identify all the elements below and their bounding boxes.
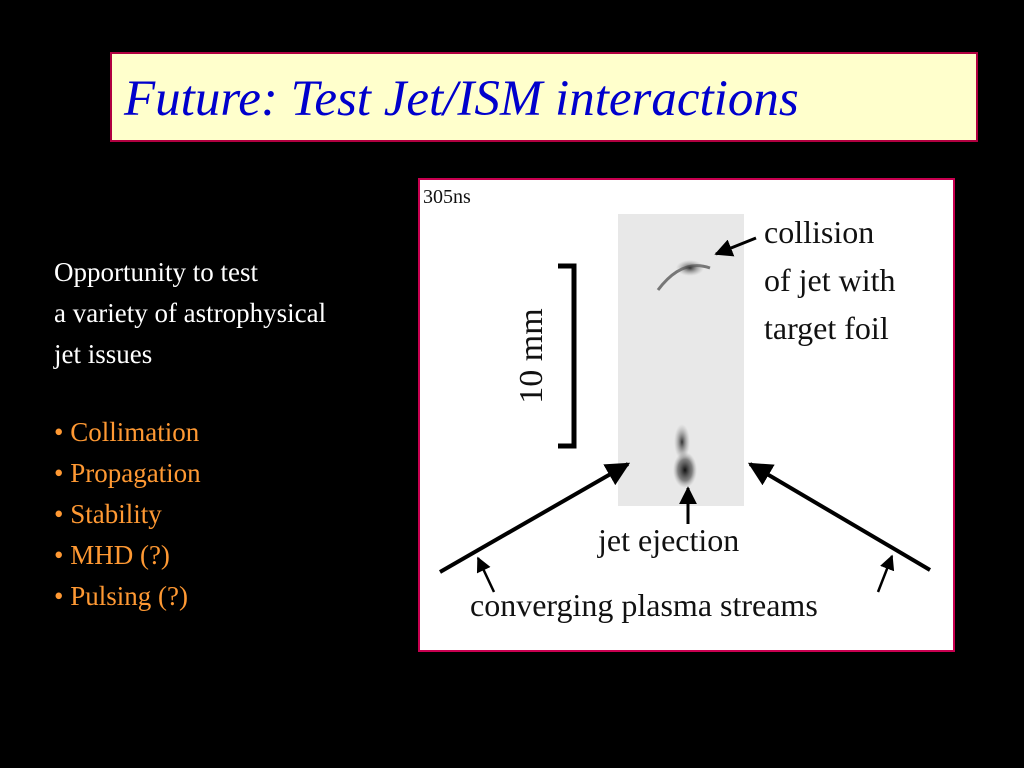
streams-label: converging plasma streams bbox=[470, 587, 818, 623]
bullet-list: • Collimation • Propagation • Stability … bbox=[54, 412, 201, 617]
scale-bar bbox=[558, 263, 577, 449]
experiment-figure: 305ns 10 mm collision of jet with target… bbox=[418, 178, 955, 652]
bullet-collimation: • Collimation bbox=[54, 417, 200, 447]
figure-canvas: 305ns 10 mm collision of jet with target… bbox=[423, 186, 932, 623]
stream-arrow-right bbox=[747, 462, 932, 572]
time-label: 305ns bbox=[423, 186, 471, 208]
jet-trail bbox=[674, 424, 690, 460]
collision-label: collision bbox=[764, 214, 874, 250]
bullet-stability: • Stability bbox=[54, 499, 162, 529]
streams-pointer-left bbox=[476, 556, 496, 593]
collision-label-line2: of jet with bbox=[764, 262, 896, 298]
scale-label: 10 mm bbox=[513, 308, 550, 403]
jet-blob-lower bbox=[673, 452, 697, 488]
slide-title: Future: Test Jet/ISM interactions bbox=[124, 71, 799, 127]
collision-blob bbox=[676, 260, 704, 276]
bullet-pulsing: • Pulsing (?) bbox=[54, 581, 188, 611]
streams-pointer-right bbox=[876, 554, 895, 593]
ejection-label: jet ejection bbox=[597, 522, 739, 558]
intro-line: jet issues bbox=[54, 339, 153, 369]
intro-line: a variety of astrophysical bbox=[54, 298, 327, 328]
intro-line: Opportunity to test bbox=[54, 257, 258, 287]
bullet-mhd: • MHD (?) bbox=[54, 540, 170, 570]
collision-label-line3: target foil bbox=[764, 310, 889, 346]
bullet-propagation: • Propagation bbox=[54, 458, 201, 488]
stream-arrow-left bbox=[439, 462, 631, 574]
intro-text: Opportunity to test a variety of astroph… bbox=[54, 252, 326, 375]
collision-arrow bbox=[714, 236, 757, 257]
title-box: Future: Test Jet/ISM interactions bbox=[110, 52, 978, 142]
